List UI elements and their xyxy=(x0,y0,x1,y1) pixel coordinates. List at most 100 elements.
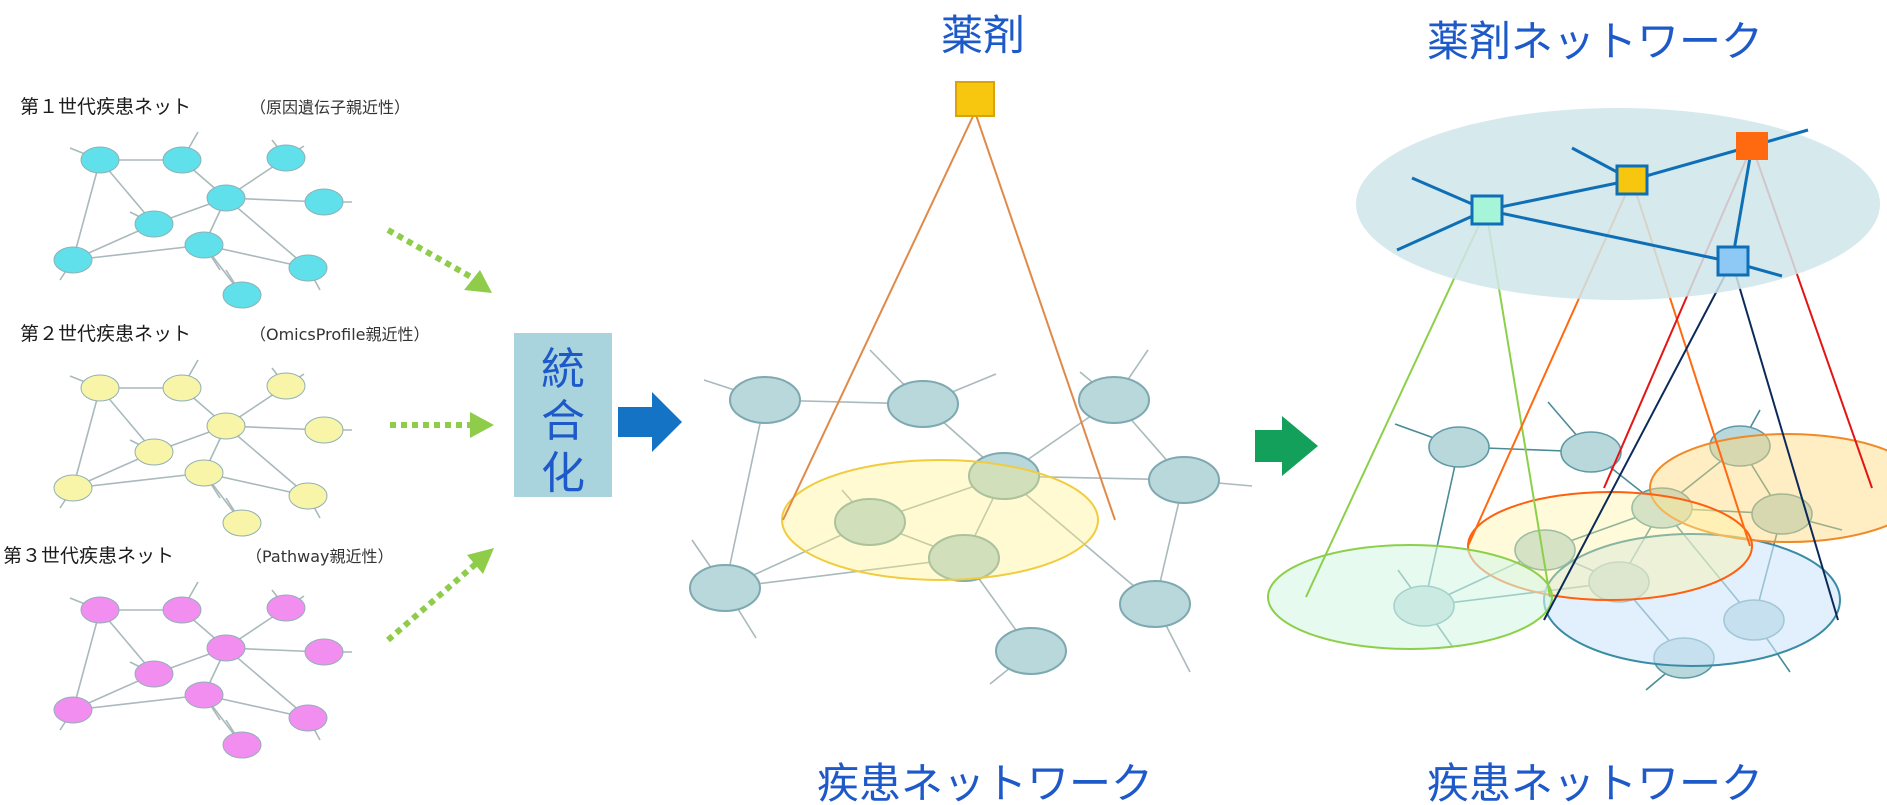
network-node xyxy=(1119,580,1191,628)
merge-box: 統 合 化 xyxy=(514,333,612,499)
drug-square-icon xyxy=(1736,132,1768,160)
network-edge xyxy=(72,694,205,711)
network-node xyxy=(729,376,801,424)
network-node xyxy=(80,146,120,174)
network-3-title: 第３世代疾患ネット xyxy=(3,545,174,567)
network-3-graph xyxy=(53,581,352,759)
network-node xyxy=(304,638,344,666)
network-node xyxy=(266,594,306,622)
drug-network-edge xyxy=(1631,144,1753,182)
network-1-title: 第１世代疾患ネット xyxy=(20,96,191,118)
network-node xyxy=(53,474,93,502)
network-node xyxy=(288,704,328,732)
network-edge xyxy=(72,387,101,489)
network-node xyxy=(134,438,174,466)
cone-line xyxy=(1731,261,1839,621)
network-edge xyxy=(72,472,205,489)
drug-target-ellipse xyxy=(781,459,1099,581)
network-node xyxy=(1078,376,1150,424)
network-edge xyxy=(225,197,309,269)
network-node xyxy=(184,231,224,259)
middle-panel: 薬剤 疾患ネットワーク xyxy=(689,11,1253,805)
network-2-graph xyxy=(53,359,352,537)
network-node xyxy=(80,596,120,624)
network-node xyxy=(995,627,1067,675)
middle-network-label: 疾患ネットワーク xyxy=(817,759,1153,805)
right-panel: 薬剤ネットワーク 疾患ネットワーク xyxy=(1267,17,1887,805)
network-node xyxy=(968,452,1040,500)
network-node xyxy=(928,534,1000,582)
drug-network-label: 薬剤ネットワーク xyxy=(1427,17,1763,66)
network-node xyxy=(53,696,93,724)
network-node xyxy=(304,188,344,216)
network-node xyxy=(304,416,344,444)
network-edge xyxy=(1003,475,1156,605)
network-edge xyxy=(225,647,309,719)
dotted-arrow-icon xyxy=(386,227,492,293)
dotted-arrow-icon xyxy=(386,548,494,643)
network-node xyxy=(222,281,262,309)
network-node xyxy=(184,459,224,487)
network-node xyxy=(162,596,202,624)
network-node xyxy=(162,146,202,174)
merge-char-1: 統 xyxy=(541,344,585,395)
middle-disease-network xyxy=(689,81,1253,685)
drug-square-icon xyxy=(1716,245,1750,277)
network-node xyxy=(1428,426,1490,468)
network-node xyxy=(689,564,761,612)
network-edge xyxy=(724,557,965,589)
network-node xyxy=(134,660,174,688)
drug-network-ellipse xyxy=(1356,108,1880,300)
network-2-subtitle: （OmicsProfile親近性） xyxy=(250,325,430,344)
network-node xyxy=(206,184,246,212)
network-node xyxy=(134,210,174,238)
network-node xyxy=(288,482,328,510)
network-3-subtitle: （Pathway親近性） xyxy=(246,547,394,566)
network-node xyxy=(162,374,202,402)
dotted-arrow-icon xyxy=(390,412,494,438)
network-edge xyxy=(72,244,205,261)
merge-char-2: 合 xyxy=(541,396,585,447)
block-arrow-icon xyxy=(618,392,682,452)
target-ellipse-orange xyxy=(1649,433,1887,543)
drug-label: 薬剤 xyxy=(941,11,1025,60)
network-node xyxy=(266,144,306,172)
target-ellipse-green xyxy=(1267,544,1553,650)
network-node xyxy=(184,681,224,709)
cone-line xyxy=(782,111,976,521)
network-node xyxy=(266,372,306,400)
drug-square-icon xyxy=(955,81,995,117)
network-edge xyxy=(72,609,101,711)
drug-square-icon xyxy=(1470,194,1504,226)
network-2-title: 第２世代疾患ネット xyxy=(20,323,191,345)
cone-line xyxy=(1543,261,1733,621)
network-node xyxy=(222,731,262,759)
network-node xyxy=(1751,493,1813,535)
network-edge xyxy=(724,399,766,589)
network-node xyxy=(53,246,93,274)
network-node xyxy=(1560,431,1622,473)
drug-network-edge xyxy=(1730,145,1754,263)
network-node xyxy=(887,380,959,428)
network-edge xyxy=(72,159,101,261)
network-node xyxy=(288,254,328,282)
drug-network-edge xyxy=(1485,178,1633,212)
network-node xyxy=(206,634,246,662)
network-1-subtitle: （原因遺伝子親近性） xyxy=(250,98,410,117)
network-node xyxy=(1148,456,1220,504)
cone-line xyxy=(974,111,1116,521)
left-network-panel: 第１世代疾患ネット （原因遺伝子親近性） 第２世代疾患ネット （OmicsPro… xyxy=(3,96,494,759)
network-node xyxy=(834,498,906,546)
network-node xyxy=(222,509,262,537)
network-node xyxy=(80,374,120,402)
network-edge xyxy=(225,425,309,497)
network-node xyxy=(206,412,246,440)
drug-disease-network xyxy=(1267,108,1887,691)
drug-network-edge xyxy=(1485,208,1733,264)
drug-square-icon xyxy=(1615,164,1649,196)
network-1-graph xyxy=(53,131,352,309)
right-network-label: 疾患ネットワーク xyxy=(1427,759,1763,805)
merge-char-3: 化 xyxy=(541,448,585,499)
block-arrow-icon xyxy=(1255,416,1318,476)
